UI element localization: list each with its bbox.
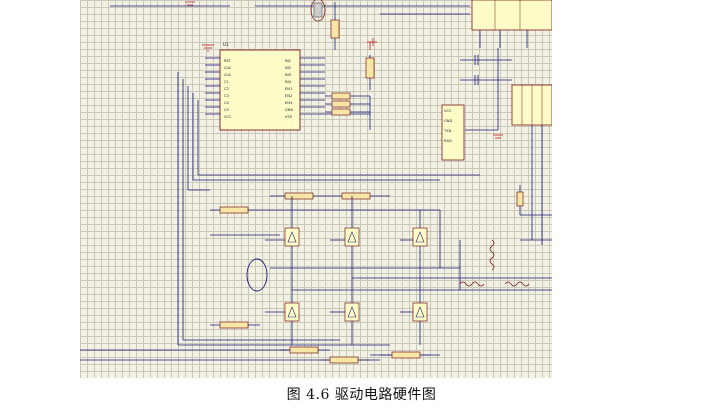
transistor-q6 [412,302,428,322]
inductor-horizontal-1 [459,281,485,287]
figure-caption: 图 4.6 驱动电路硬件图 [286,387,437,403]
chip-left-leads [205,57,220,115]
chip-pin-label: CLK [224,73,232,77]
inductor-horizontal-2 [504,281,530,287]
chip-pin-label: VCC [224,115,232,119]
chip-pin-label: CLK [224,66,232,70]
power-module [511,84,552,126]
top-wiring [110,2,470,30]
chip-pin-label: EN1 [285,87,292,91]
bridge-wiring [210,196,552,345]
controller-chip: U1 RST CLK CLK C1 C2 C3 C4 C5 VCC IN1 IN… [219,42,301,131]
resistor-r1 [330,19,340,50]
transistor-q5 [344,302,360,322]
bridge-resistor-bottom-3 [380,351,430,359]
mcu-module [471,0,552,31]
bridge-resistor-top-1 [270,192,330,200]
chip-pin-label: C4 [224,101,230,105]
pushbutton [516,185,524,215]
mcu-module-pins [479,30,528,48]
interface-pin-label: GND [444,119,452,123]
interface-pin-label: RXD [444,139,452,143]
chip-ref: U1 [223,42,229,47]
bridge-resistor-bottom-1 [280,346,330,354]
interface-pin-label: TXD [443,129,452,133]
chip-pin-label: C2 [224,87,229,91]
right-ground-symbol [493,134,503,139]
chip-pin-label: RST [224,59,232,63]
transistor-q4 [284,302,300,322]
bridge-resistor-top-2 [330,192,390,200]
top-left-fuse [310,0,326,22]
chip-pin-label: IN2 [285,66,291,70]
chip-pin-label: EN3 [285,101,292,105]
chip-pin-label: C1 [224,80,229,84]
resistor-r4 [325,100,370,108]
circuit-schematic: U1 RST CLK CLK C1 C2 C3 C4 C5 VCC IN1 IN… [80,0,552,378]
interface-pin-label: VCC [444,109,452,113]
transistor-q3 [412,227,428,247]
bridge-resistor-left-lower [210,321,260,329]
top-ground-symbol [185,1,195,6]
ground-symbol-left [202,44,214,52]
interface-block: VCC GND TXD RXD [441,104,465,161]
bridge-resistor-left-upper [210,206,260,214]
chip-pin-label: IN3 [285,73,291,77]
chip-pin-label: GND [285,108,293,112]
inductor-vertical [489,239,495,271]
resistor-r5 [325,108,370,116]
chip-pin-label: IN4 [285,80,292,84]
transistor-q1 [284,227,300,247]
chip-pin-label: VSS [285,115,293,119]
chip-pin-label: C5 [224,108,229,112]
transistor-q2 [344,227,360,247]
right-capacitor-wiring [460,48,512,131]
chip-pin-label: C3 [224,94,229,98]
bridge-resistor-bottom-2 [320,356,370,364]
schematic-drawing: U1 RST CLK CLK C1 C2 C3 C4 C5 VCC IN1 IN… [80,0,552,364]
resistor-r3 [325,92,370,100]
right-edge-wiring [520,125,552,245]
motor [246,258,268,292]
chip-pin-label: IN1 [285,59,291,63]
control-bus [80,72,480,361]
ground-symbol-right [367,38,377,50]
resistor-r2 [365,55,375,90]
chip-pin-label: EN2 [285,94,292,98]
